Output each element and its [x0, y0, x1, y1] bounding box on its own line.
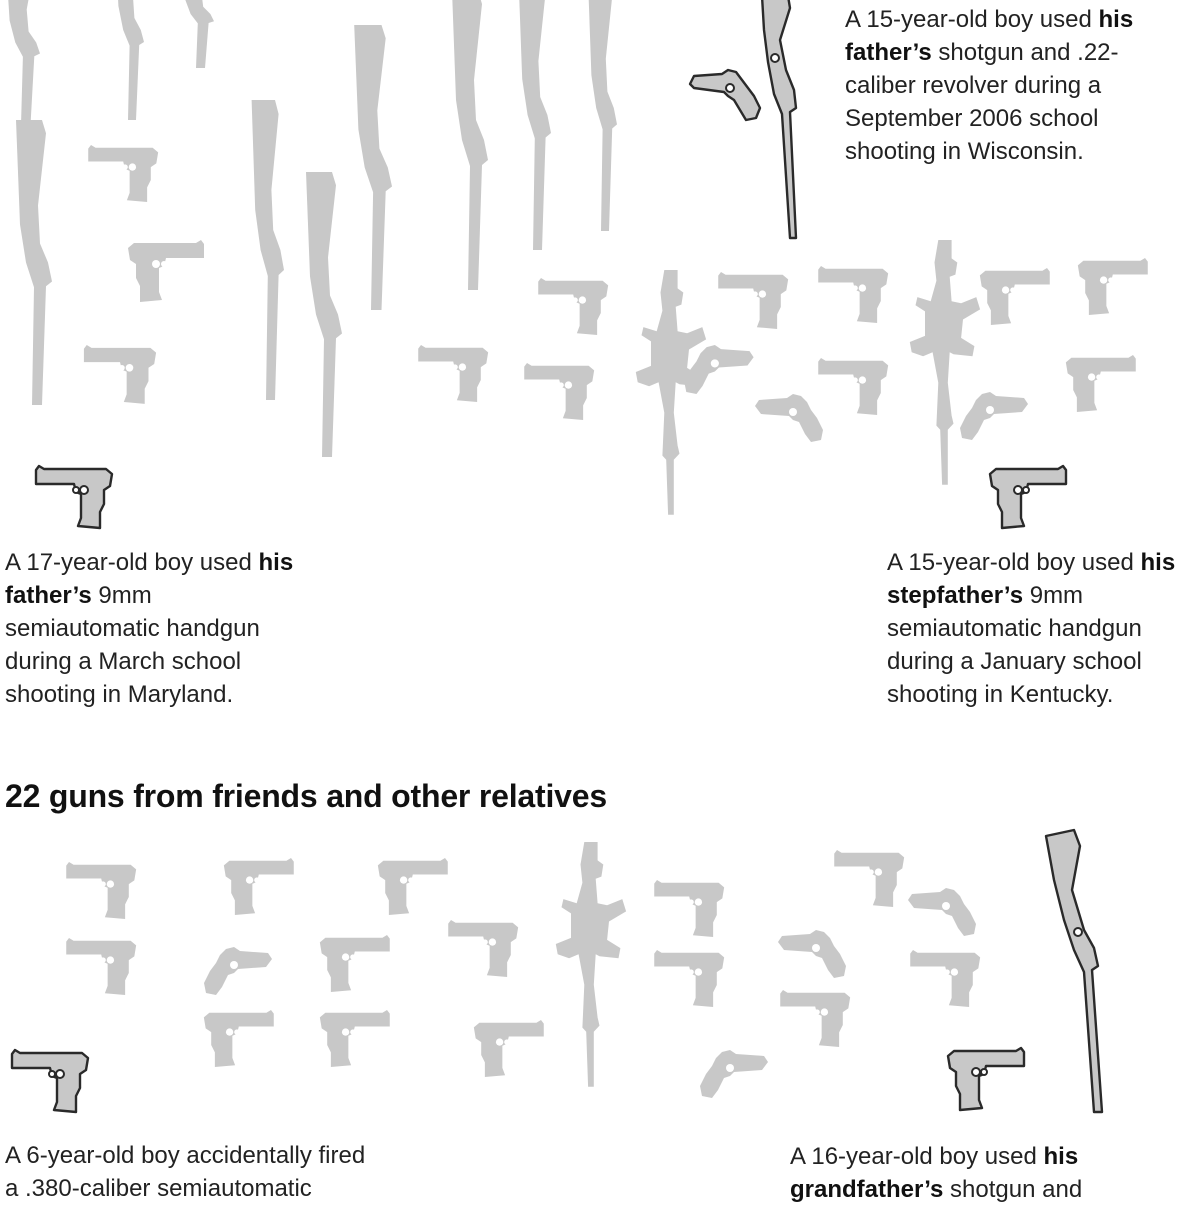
- section-heading: 22 guns from friends and other relatives: [5, 778, 607, 814]
- rifle-icon: [635, 240, 981, 515]
- caption-wisconsin: A 15-year-old boy used his father’s shot…: [845, 6, 1134, 165]
- handgun-icon: [10, 1048, 90, 1114]
- revolver-icon: [688, 68, 762, 122]
- handgun-icon: [83, 145, 204, 404]
- handgun-icon: [946, 1046, 1026, 1112]
- caption-kentucky: A 15-year-old boy used his stepfather’s …: [887, 549, 1176, 708]
- handgun-icon: [34, 464, 114, 530]
- rifle-icon: [555, 842, 627, 1087]
- shotgun-icon: [1044, 828, 1104, 1114]
- handgun-icon: [418, 258, 1148, 421]
- shotgun-icon: [761, 0, 798, 240]
- revolver-icon: [684, 345, 1028, 442]
- shotgun-icon: [5, 0, 617, 457]
- caption-maryland: A 17-year-old boy used his father’s 9mm …: [5, 549, 294, 708]
- handgun-icon: [988, 464, 1068, 530]
